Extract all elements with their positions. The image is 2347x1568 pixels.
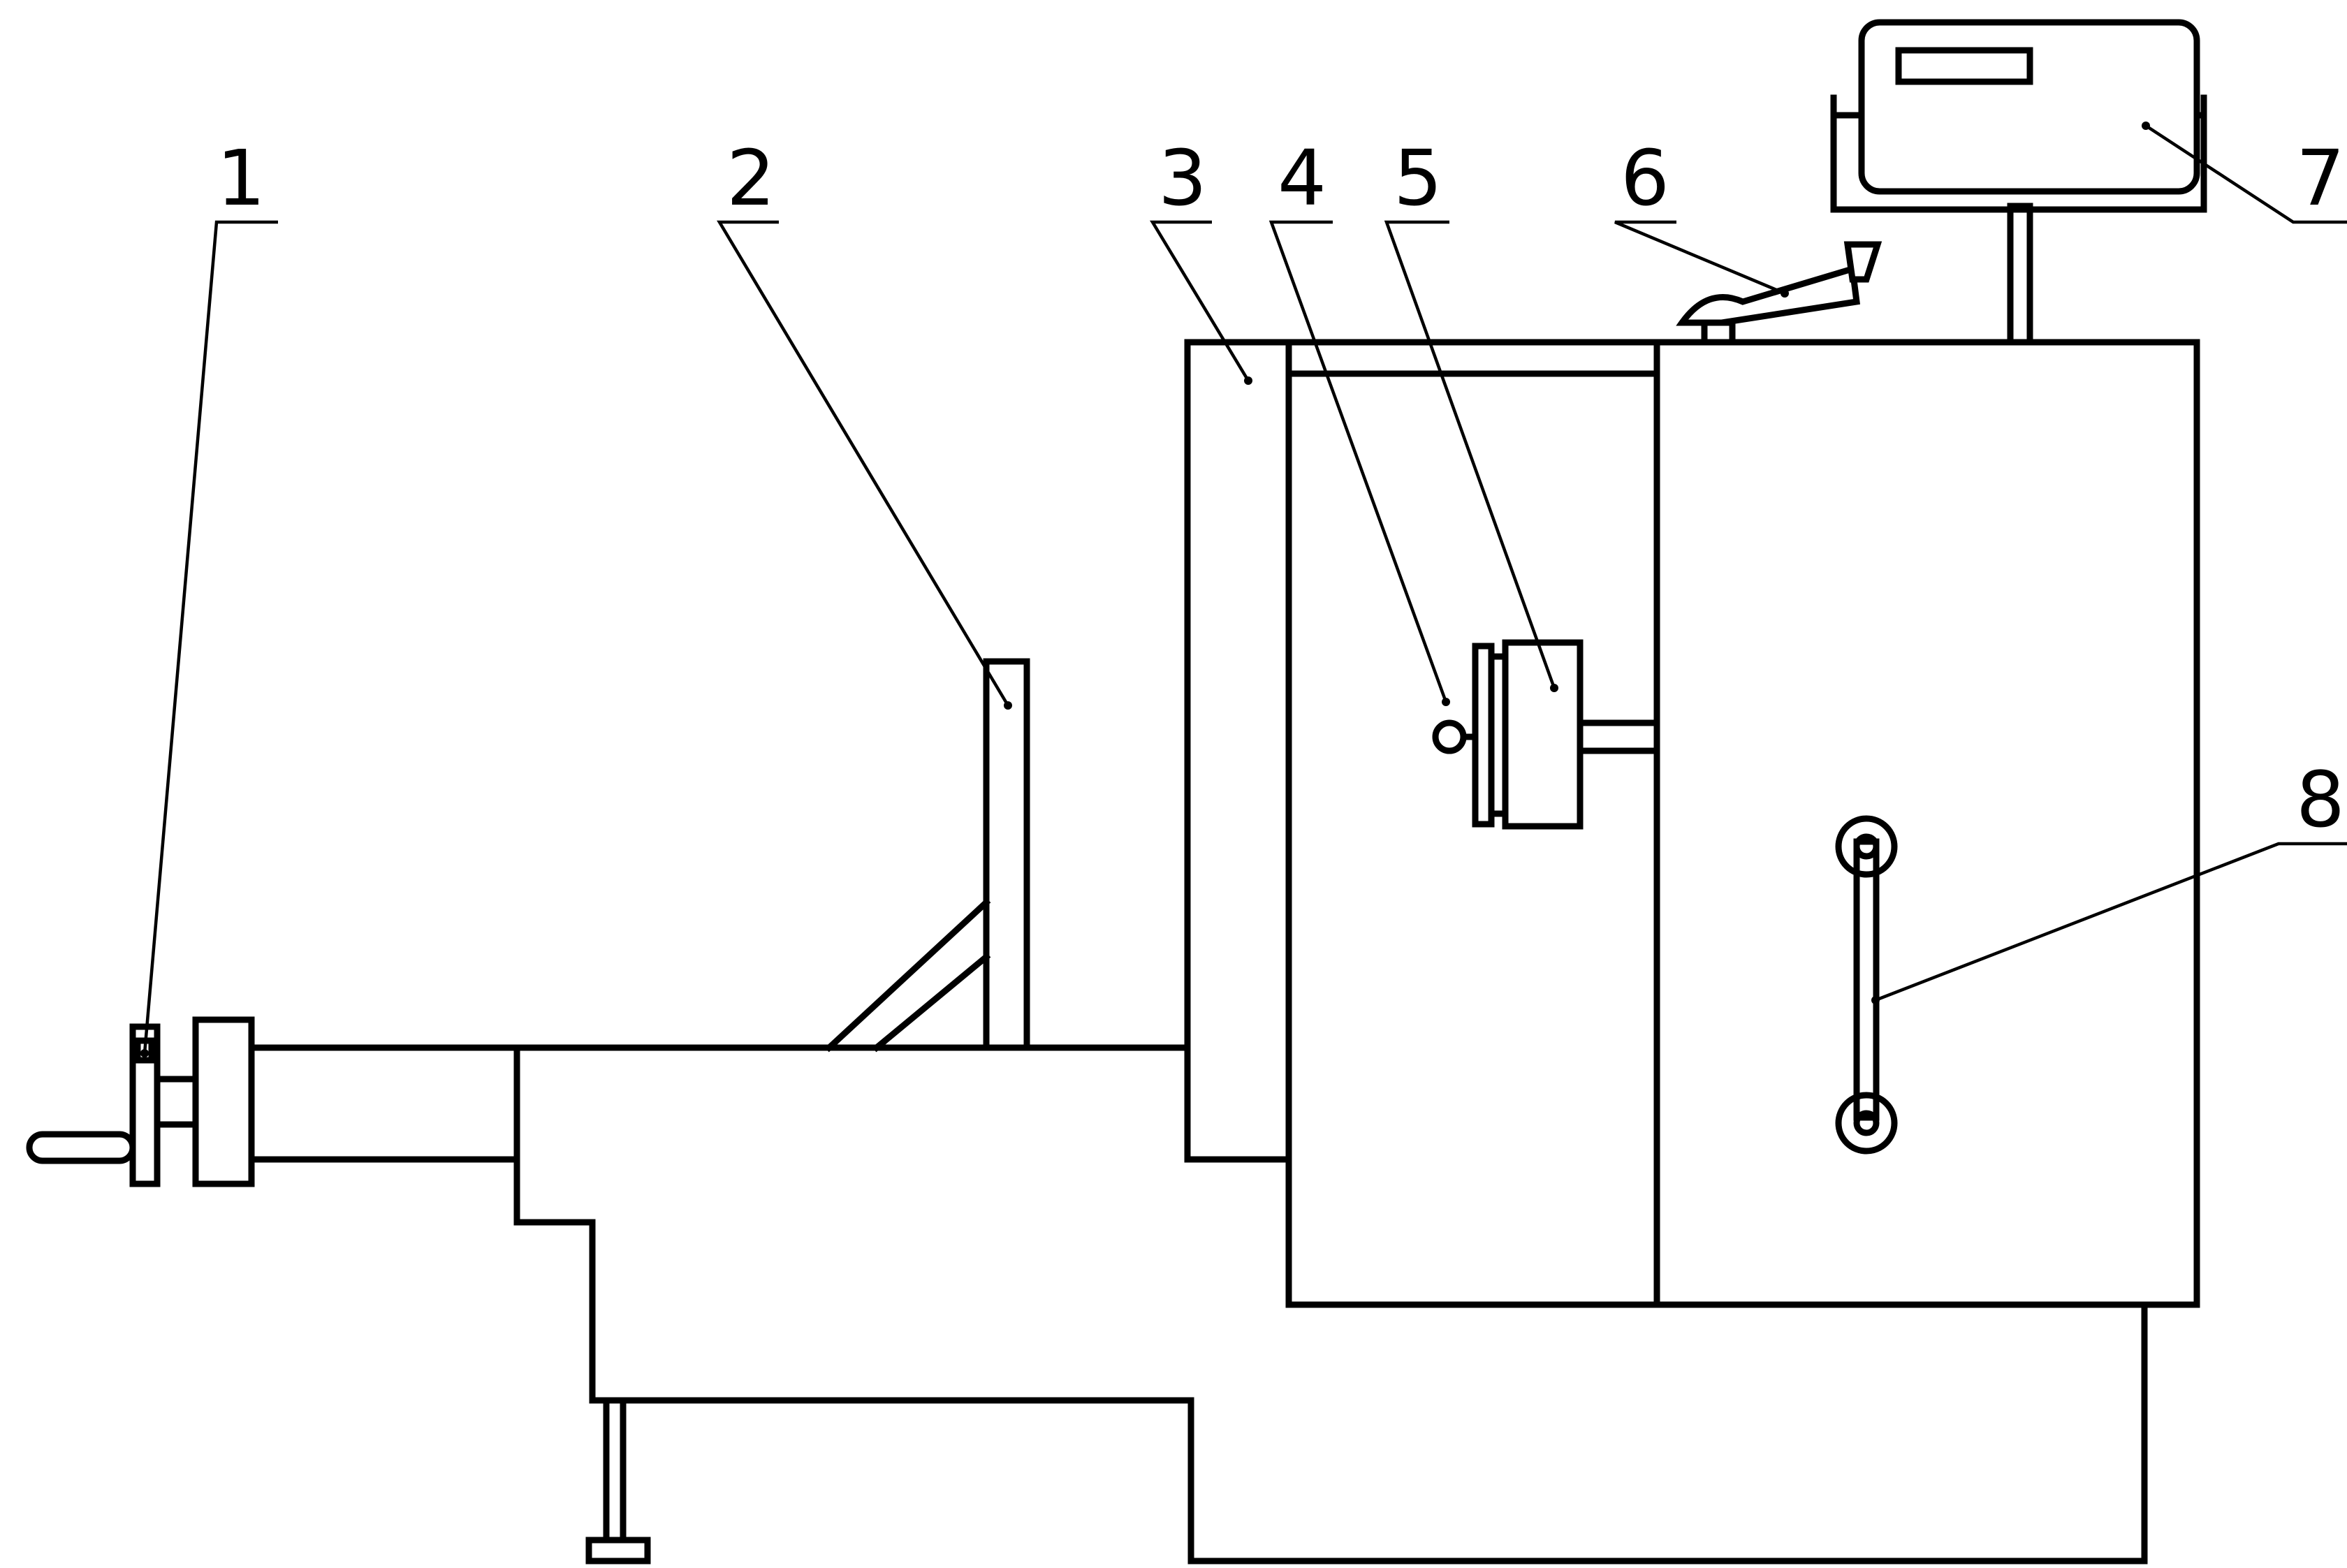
main-beam — [248, 1044, 1191, 1163]
label-1: 1 — [217, 133, 265, 223]
controller-box — [1830, 19, 2207, 346]
door-handle — [1835, 815, 1898, 1155]
label-4: 4 — [1278, 133, 1326, 223]
label-3: 3 — [1158, 133, 1207, 223]
chamber-housing — [1285, 339, 2200, 1308]
hand-wheel-assembly — [26, 1016, 255, 1187]
side-plate — [1184, 339, 1292, 1163]
support-foot — [585, 1397, 651, 1565]
leader-lines — [142, 124, 2347, 1054]
label-7: 7 — [2296, 133, 2345, 223]
leader-dots — [140, 122, 2150, 1057]
base-frame — [513, 1044, 2148, 1565]
label-6: 6 — [1621, 133, 1669, 223]
vertical-post — [824, 658, 1030, 1053]
label-8: 8 — [2296, 755, 2345, 844]
lever — [1676, 241, 1882, 346]
clamp-assembly — [1432, 639, 1660, 830]
label-5: 5 — [1394, 133, 1442, 223]
reference-labels: 1 2 3 4 5 6 7 8 — [217, 133, 2345, 844]
label-2: 2 — [726, 133, 775, 223]
